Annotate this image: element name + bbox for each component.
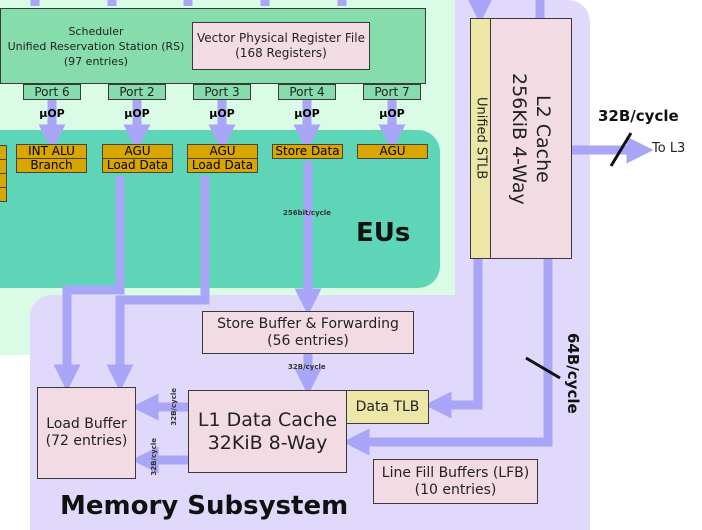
sb-to-l1-bandwidth: 32B/cycle — [288, 363, 326, 371]
lfb-title: Line Fill Buffers (LFB) — [381, 464, 530, 481]
eu-port2: AGU Load Data — [102, 144, 173, 173]
l2-size: 256KiB 4-Way — [508, 72, 530, 205]
eu-load-data: Load Data — [102, 158, 173, 173]
scheduler-title: Scheduler — [68, 24, 124, 38]
store-buffer-title: Store Buffer & Forwarding — [217, 315, 399, 332]
l2-bandwidth-tick — [525, 356, 561, 380]
line-fill-buffers: Line Fill Buffers (LFB) (10 entries) — [373, 459, 538, 504]
port-7: Port 7 — [363, 84, 421, 100]
arrow-agu2-loadbuffer — [53, 176, 125, 392]
load-buffer: Load Buffer (72 entries) — [37, 387, 136, 479]
eu-agu: AGU — [187, 144, 258, 159]
lfb-entries: (10 entries) — [414, 481, 497, 498]
load-buffer-entries: (72 entries) — [45, 433, 128, 449]
arrow-agu3-loadbuffer — [106, 176, 210, 392]
arrow-stlb-dtlb — [424, 258, 483, 419]
eu-port3: AGU Load Data — [187, 144, 258, 173]
vprf-entries: (168 Registers) — [235, 46, 327, 60]
l3-bandwidth-label: 32B/cycle — [598, 107, 679, 125]
vector-register-file: Vector Physical Register File (168 Regis… — [192, 22, 370, 70]
load-buffer-title: Load Buffer — [46, 416, 127, 432]
uop-label-port7: μOP — [379, 107, 405, 120]
scheduler-subtitle: Unified Reservation Station (RS) — [7, 39, 185, 53]
uop-label-port2: μOP — [124, 107, 150, 120]
l3-bandwidth-tick — [609, 132, 633, 167]
l1-to-lb-bandwidth-1: 32B/cycle — [170, 388, 178, 426]
port-6: Port 6 — [23, 84, 81, 100]
unified-stlb: Unified STLB — [470, 18, 492, 259]
store-buffer: Store Buffer & Forwarding (56 entries) — [202, 311, 414, 354]
l1-to-lb-bandwidth-2: 32B/cycle — [150, 438, 158, 476]
to-l3-label: To L3 — [652, 141, 686, 156]
l2-bandwidth-label: 64B/cycle — [564, 333, 582, 414]
l1-size: 32KiB 8-Way — [207, 431, 328, 454]
l1-data-cache: L1 Data Cache 32KiB 8-Way — [188, 390, 347, 473]
uop-label-port6: μOP — [39, 107, 65, 120]
stlb-label: Unified STLB — [473, 97, 489, 180]
uop-label-port4: μOP — [294, 107, 320, 120]
scheduler-entries: (97 entries) — [63, 54, 129, 68]
vprf-title: Vector Physical Register File — [197, 31, 365, 45]
eu-port6: INT ALU Branch — [16, 144, 87, 173]
port-2: Port 2 — [108, 84, 166, 100]
arrow-l2-l1 — [342, 258, 553, 456]
partial-eu-stack — [0, 145, 7, 202]
eu-load-data: Load Data — [187, 158, 258, 173]
memory-subsystem-label: Memory Subsystem — [60, 491, 349, 521]
eus-label: EUs — [356, 218, 411, 248]
eu-agu: AGU — [357, 144, 428, 159]
l1-title: L1 Data Cache — [197, 408, 338, 431]
port-3: Port 3 — [193, 84, 251, 100]
l2-cache: L2 Cache 256KiB 4-Way — [490, 18, 572, 259]
store-data-bandwidth: 256bit/cycle — [283, 209, 331, 217]
eu-port7: AGU — [357, 144, 428, 159]
eu-int-alu: INT ALU — [16, 144, 87, 159]
l2-title: L2 Cache — [532, 94, 554, 183]
eu-branch: Branch — [16, 158, 87, 173]
eu-agu: AGU — [102, 144, 173, 159]
store-buffer-entries: (56 entries) — [267, 332, 349, 349]
eu-store-data: Store Data — [272, 144, 343, 159]
uop-label-port3: μOP — [209, 107, 235, 120]
data-tlb: Data TLB — [346, 390, 429, 424]
port-4: Port 4 — [278, 84, 336, 100]
eu-port4: Store Data — [272, 144, 343, 159]
